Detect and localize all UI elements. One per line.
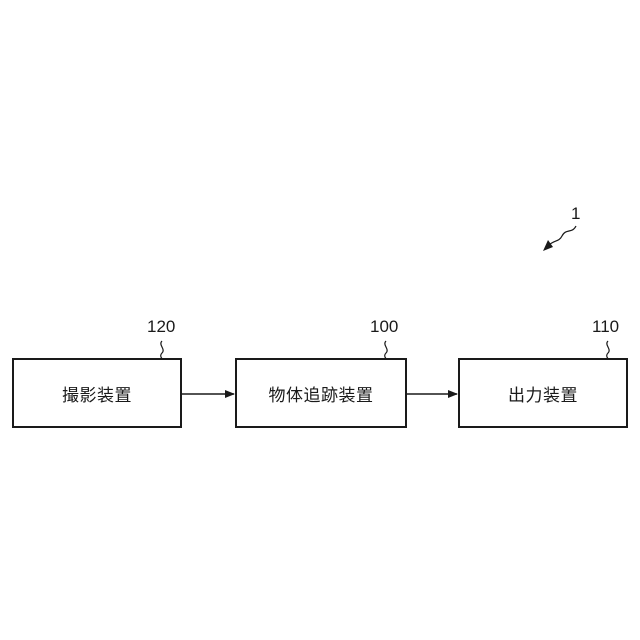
leader-line-camera [161,341,163,359]
output-device-label: 出力装置 [508,381,578,406]
tracker-reference-numeral: 100 [370,317,398,337]
object-tracking-device-label: 物体追跡装置 [269,381,374,406]
system-arrowhead-icon [543,240,553,251]
output-device-block: 出力装置 [458,358,628,428]
system-reference-numeral: 1 [571,204,580,224]
output-reference-numeral: 110 [592,317,619,337]
system-leader-arrow [549,226,576,245]
leader-line-tracker [385,341,387,359]
leader-line-output [607,341,609,359]
camera-reference-numeral: 120 [147,317,175,337]
object-tracking-device-block: 物体追跡装置 [235,358,407,428]
camera-device-label: 撮影装置 [62,381,132,406]
camera-device-block: 撮影装置 [12,358,182,428]
